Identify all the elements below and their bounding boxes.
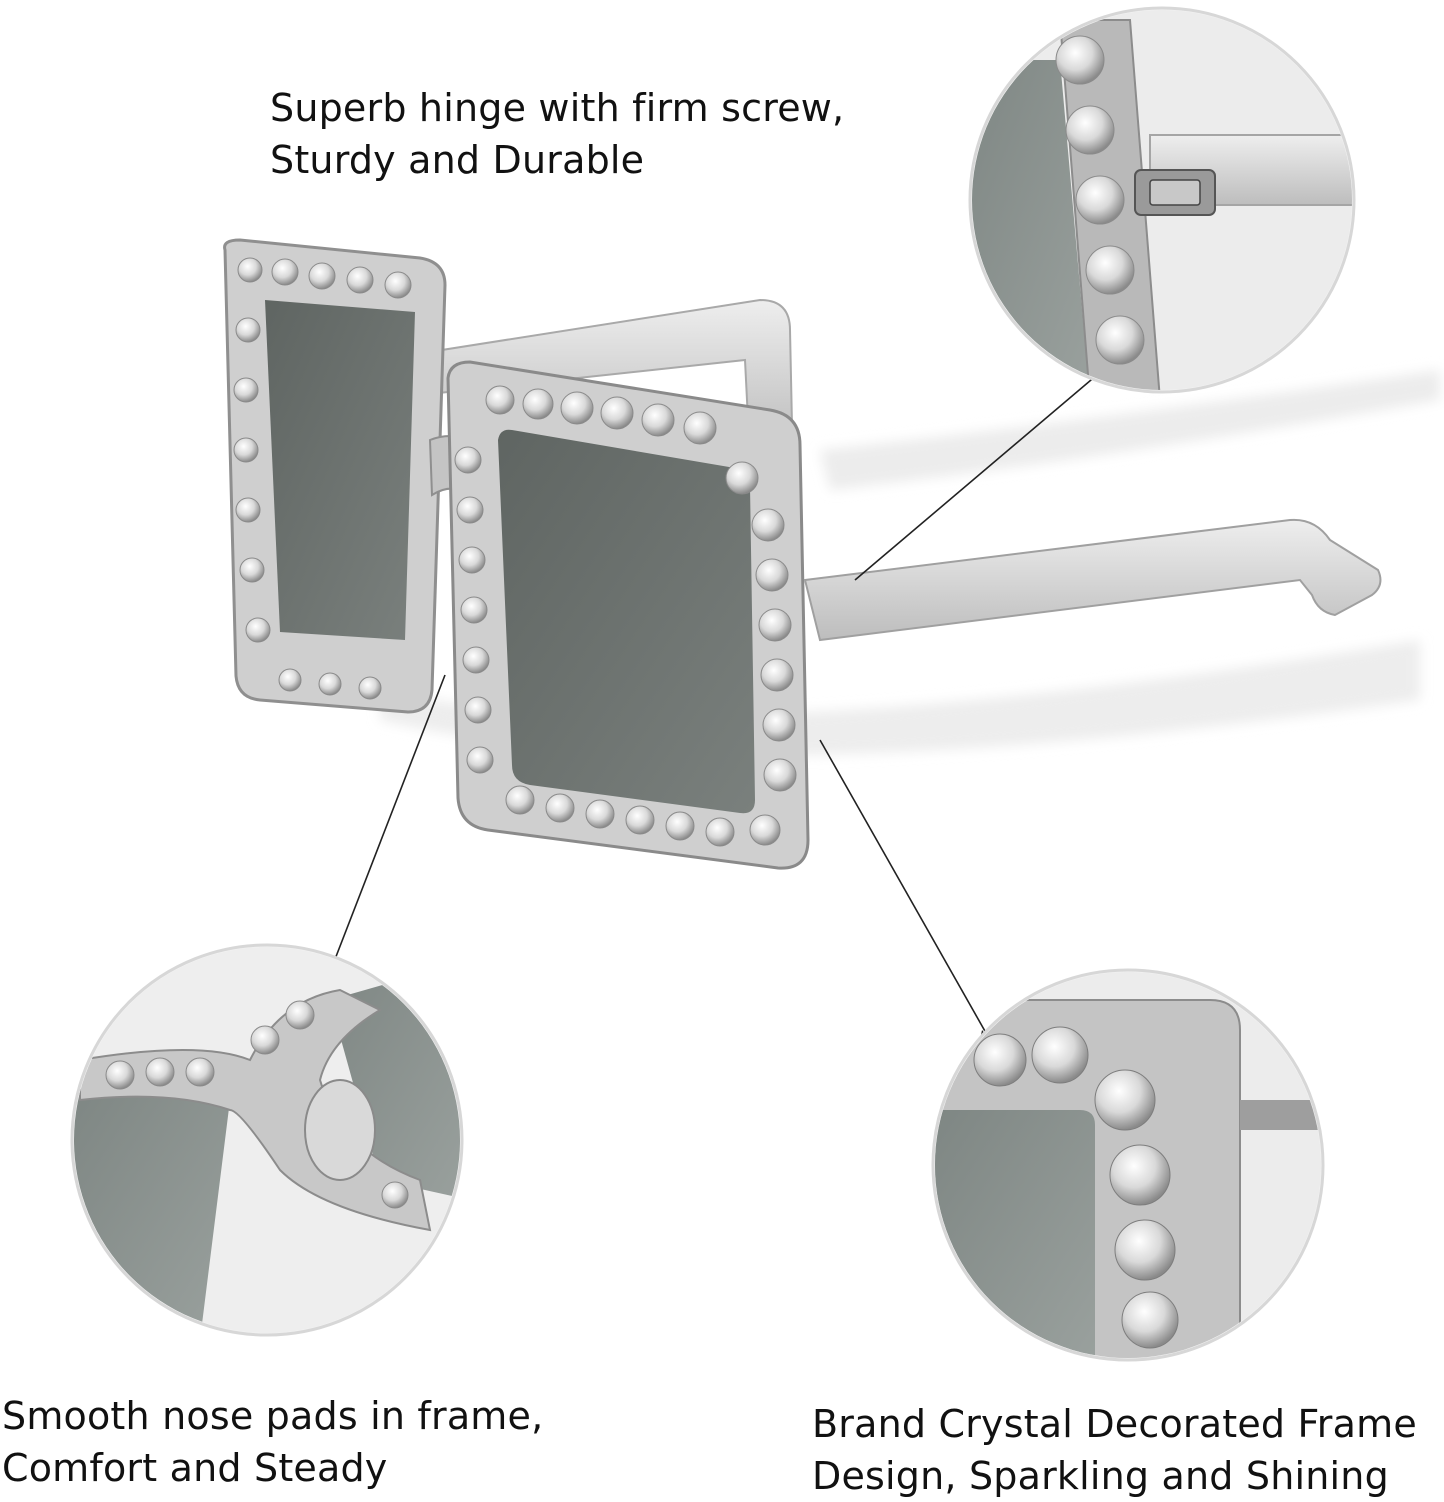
left-lens	[265, 300, 415, 640]
caption-nose-line1: Smooth nose pads in frame,	[2, 1394, 544, 1438]
crystal-row-left	[233, 257, 412, 700]
caption-hinge-line1: Superb hinge with firm screw,	[270, 86, 845, 130]
crystal-row	[454, 385, 797, 847]
caption-nose-pads: Smooth nose pads in frame, Comfort and S…	[2, 1390, 543, 1494]
caption-crystal-frame: Brand Crystal Decorated Frame Design, Sp…	[812, 1398, 1417, 1502]
caption-crystal-line1: Brand Crystal Decorated Frame	[812, 1402, 1417, 1446]
pointer-nose	[324, 674, 446, 986]
temple-shadow	[820, 370, 1440, 490]
caption-hinge-line2: Sturdy and Durable	[270, 138, 645, 182]
caption-crystal-line2: Design, Sparkling and Shining	[812, 1454, 1389, 1498]
caption-hinge: Superb hinge with firm screw, Sturdy and…	[270, 82, 844, 186]
hinge-detail	[968, 6, 1356, 394]
caption-nose-line2: Comfort and Steady	[2, 1446, 388, 1490]
sunglasses-illustration	[223, 238, 1440, 870]
nose-pad-detail	[70, 943, 464, 1337]
right-lens	[498, 429, 755, 814]
front-temple	[803, 518, 1382, 642]
crystal-corner-detail	[931, 968, 1325, 1362]
pointer-crystal	[819, 739, 991, 1041]
